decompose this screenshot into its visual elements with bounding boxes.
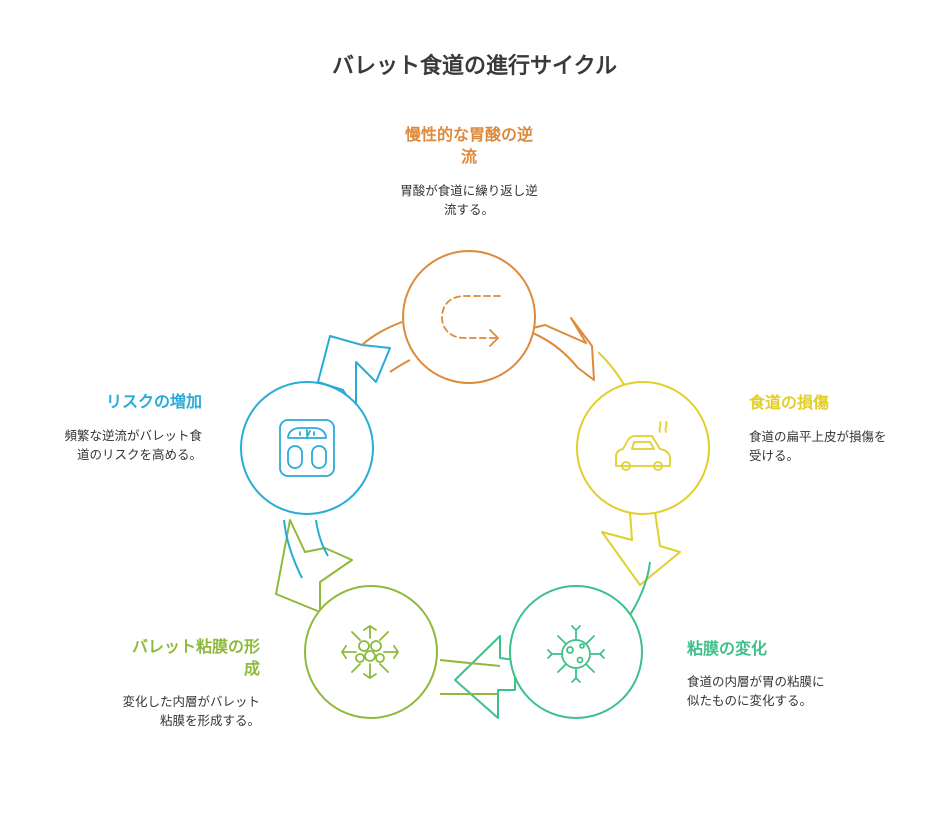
step1-circle — [402, 250, 536, 384]
step4-title: バレット粘膜の形 成 — [60, 636, 260, 680]
step2-title-line1: 食道の損傷 — [749, 393, 830, 412]
diagram-title: バレット食道の進行サイクル — [332, 54, 617, 79]
car-smoke-icon — [615, 421, 671, 471]
step2-description: 食道の扁平上皮が損傷を 受ける。 — [749, 427, 939, 465]
step3-title: 粘膜の変化 — [687, 638, 887, 660]
snowflake-icon — [340, 624, 400, 680]
arrow-1-to-2 — [524, 317, 595, 381]
step2-desc-line1: 食道の扁平上皮が損傷を — [749, 429, 887, 444]
arrow-2-to-3 — [601, 511, 681, 586]
band-4-to-5 — [283, 519, 329, 579]
step5-title-line1: リスクの増加 — [105, 392, 202, 411]
step5-circle — [240, 381, 374, 515]
microbe-icon — [547, 625, 605, 683]
step3-description: 食道の内層が胃の粘膜に 似たものに変化する。 — [687, 672, 887, 710]
step1-description: 胃酸が食道に繰り返し逆 流する。 — [369, 181, 569, 219]
step4-circle — [304, 585, 438, 719]
u-turn-arrow-icon — [441, 295, 501, 347]
step3-title-line1: 粘膜の変化 — [687, 639, 768, 658]
band-5-to-1 — [361, 321, 411, 373]
step4-title-line2: 成 — [243, 659, 260, 678]
step1-title-line2: 流 — [460, 147, 477, 166]
step4-description: 変化した内層がバレット 粘膜を形成する。 — [60, 692, 260, 730]
step4-desc-line2: 粘膜を形成する。 — [159, 713, 260, 728]
step3-circle — [509, 585, 643, 719]
scale-icon — [279, 419, 335, 477]
step4-desc-line1: 変化した内層がバレット — [122, 694, 260, 709]
arrow-4-to-5 — [275, 519, 353, 613]
step3-desc-line1: 食道の内層が胃の粘膜に — [687, 674, 825, 689]
step2-desc-line2: 受ける。 — [749, 448, 800, 463]
step5-desc-line1: 頻繁な逆流がバレット食 — [64, 428, 202, 443]
step1-desc-line1: 胃酸が食道に繰り返し逆 — [400, 183, 538, 198]
step1-title: 慢性的な胃酸の逆 流 — [369, 124, 569, 168]
step1-desc-line2: 流する。 — [443, 202, 494, 217]
step5-title: リスクの増加 — [20, 391, 202, 413]
arrow-3-to-4 — [454, 635, 516, 719]
step1-title-line1: 慢性的な胃酸の逆 — [404, 125, 533, 144]
step3-desc-line2: 似たものに変化する。 — [687, 693, 813, 708]
step2-circle — [576, 381, 710, 515]
step-circles — [240, 250, 710, 719]
band-2-to-3 — [627, 561, 651, 619]
step2-title: 食道の損傷 — [749, 392, 939, 414]
step4-title-line1: バレット粘膜の形 — [131, 637, 260, 656]
step5-description: 頻繁な逆流がバレット食 道のリスクを高める。 — [20, 426, 202, 464]
band-3-to-4 — [439, 659, 501, 696]
connectors — [275, 317, 681, 719]
step5-desc-line2: 道のリスクを高める。 — [76, 447, 202, 462]
